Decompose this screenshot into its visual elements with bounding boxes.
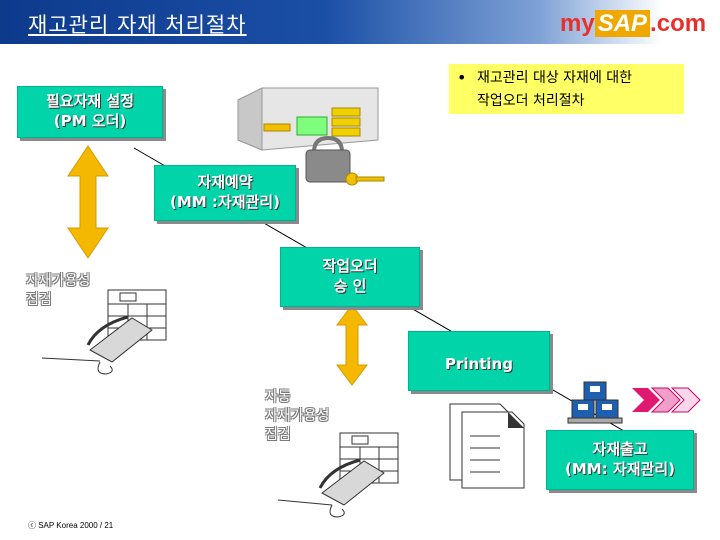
- scope-note-line1: 재고관리 대상 자재에 대한: [477, 70, 633, 86]
- telephone-icon: [277, 458, 385, 518]
- availability-check-label: 자재가용성 점검: [26, 273, 91, 308]
- warehouse-icon: [237, 87, 379, 151]
- bullet-icon: •: [457, 68, 467, 87]
- printing-node: Printing: [408, 331, 550, 391]
- double-arrow-middle: [336, 304, 368, 386]
- document-stack-icon: [449, 403, 525, 489]
- approval-node: 작업오더 승 인: [280, 247, 420, 307]
- chevron-arrows-icon: [632, 387, 701, 413]
- goods-issue-node: 자재출고 (MM: 자재관리): [546, 430, 694, 490]
- key-icon: [345, 172, 385, 186]
- auto-availability-check-label: 자동 자재가용성 점검: [265, 389, 330, 443]
- pallet-boxes-icon: [567, 381, 623, 424]
- footer-copyright: ⓒ SAP Korea 2000 / 21: [28, 521, 114, 530]
- requirement-node: 필요자재 설정 (PM 오더): [17, 86, 163, 138]
- telephone-icon: [41, 315, 153, 375]
- scope-note-line2: 작업오더 처리절차: [477, 93, 585, 109]
- page-title: 재고관리 자재 처리절차: [28, 13, 247, 37]
- scope-note: • 재고관리 대상 자재에 대한 작업오더 처리절차: [449, 64, 684, 114]
- reservation-node: 자재예약 (MM :자재관리): [154, 165, 296, 221]
- padlock-icon: [305, 135, 351, 183]
- double-arrow-left: [67, 145, 109, 259]
